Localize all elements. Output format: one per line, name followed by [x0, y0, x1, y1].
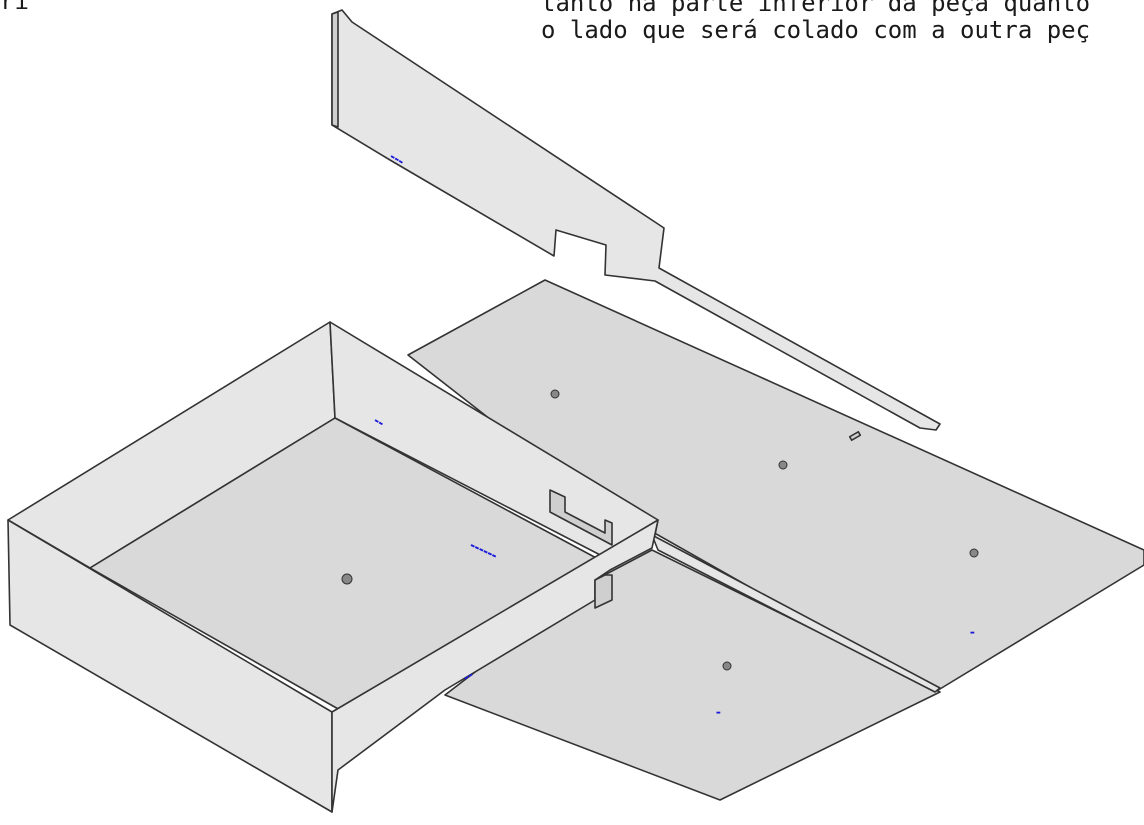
base-plate-hole-3 [969, 548, 979, 558]
tray-wall-mark: ▬▬ [373, 418, 384, 428]
base-plate-hole-2 [778, 460, 788, 470]
tray-floor-hole [341, 573, 353, 585]
caption-line-2: o lado que será colado com a outra peç [541, 16, 1091, 44]
top-side-panel-edge [331, 11, 339, 128]
ramp-plate-wedge [651, 534, 941, 693]
caption-line-1: tanto na parte inferior da peça quanto [541, 0, 1091, 17]
base-plate-hole-1 [550, 389, 560, 399]
top-side-panel: ▬▬▬ [331, 9, 941, 431]
base-plate-slot [848, 430, 862, 442]
tray-front-right-notch [594, 574, 613, 609]
base-plate-mark: ▬ [970, 630, 975, 636]
caption-fragment-left: rí [0, 0, 29, 15]
tray-box: ▬▬ ▬▬▬▬▬▬ ▬▬ [7, 321, 659, 813]
ramp-plate-mark: ▬ [716, 710, 721, 716]
top-side-panel-face [331, 9, 941, 431]
ramp-plate-hole [722, 661, 732, 671]
tray-wall-notch [549, 489, 613, 546]
tray-front-mark: ▬▬ [463, 672, 474, 682]
caption-text: tanto na parte inferior da peça quanto o… [541, 0, 1144, 44]
